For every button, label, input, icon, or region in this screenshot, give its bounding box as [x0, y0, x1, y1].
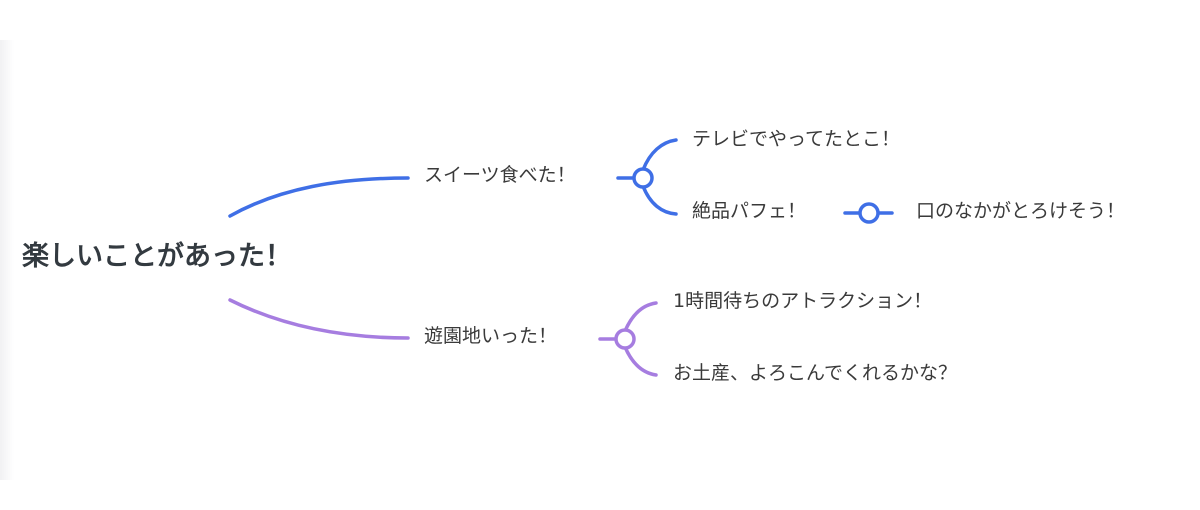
parfait-node[interactable]: [858, 202, 880, 224]
amusement-fork-upper: [623, 301, 658, 333]
node-attraction[interactable]: 1時間待ちのアトラクション！: [673, 290, 933, 312]
root-node[interactable]: 楽しいことがあった！: [22, 241, 292, 272]
node-melts-in-mouth[interactable]: 口のなかがとろけそう！: [916, 200, 1126, 222]
node-tv-place[interactable]: テレビでやってたとこ！: [692, 128, 901, 150]
amusement-fork-lower: [623, 345, 658, 377]
amusement-fork-node[interactable]: [614, 328, 636, 350]
root-to-sweets-connector: [228, 176, 410, 218]
sweets-fork-node[interactable]: [632, 167, 654, 189]
node-parfait[interactable]: 絶品パフェ！: [692, 200, 807, 222]
branch-sweets[interactable]: スイーツ食べた！: [424, 164, 576, 186]
node-souvenir[interactable]: お土産、よろこんでくれるかな？: [673, 362, 958, 384]
root-to-amusement-connector: [228, 298, 410, 340]
left-edge-shadow: [0, 40, 14, 480]
branch-amusement-park[interactable]: 遊園地いった！: [424, 325, 558, 347]
sweets-fork-lower: [641, 184, 678, 216]
sweets-fork-upper: [641, 138, 678, 172]
